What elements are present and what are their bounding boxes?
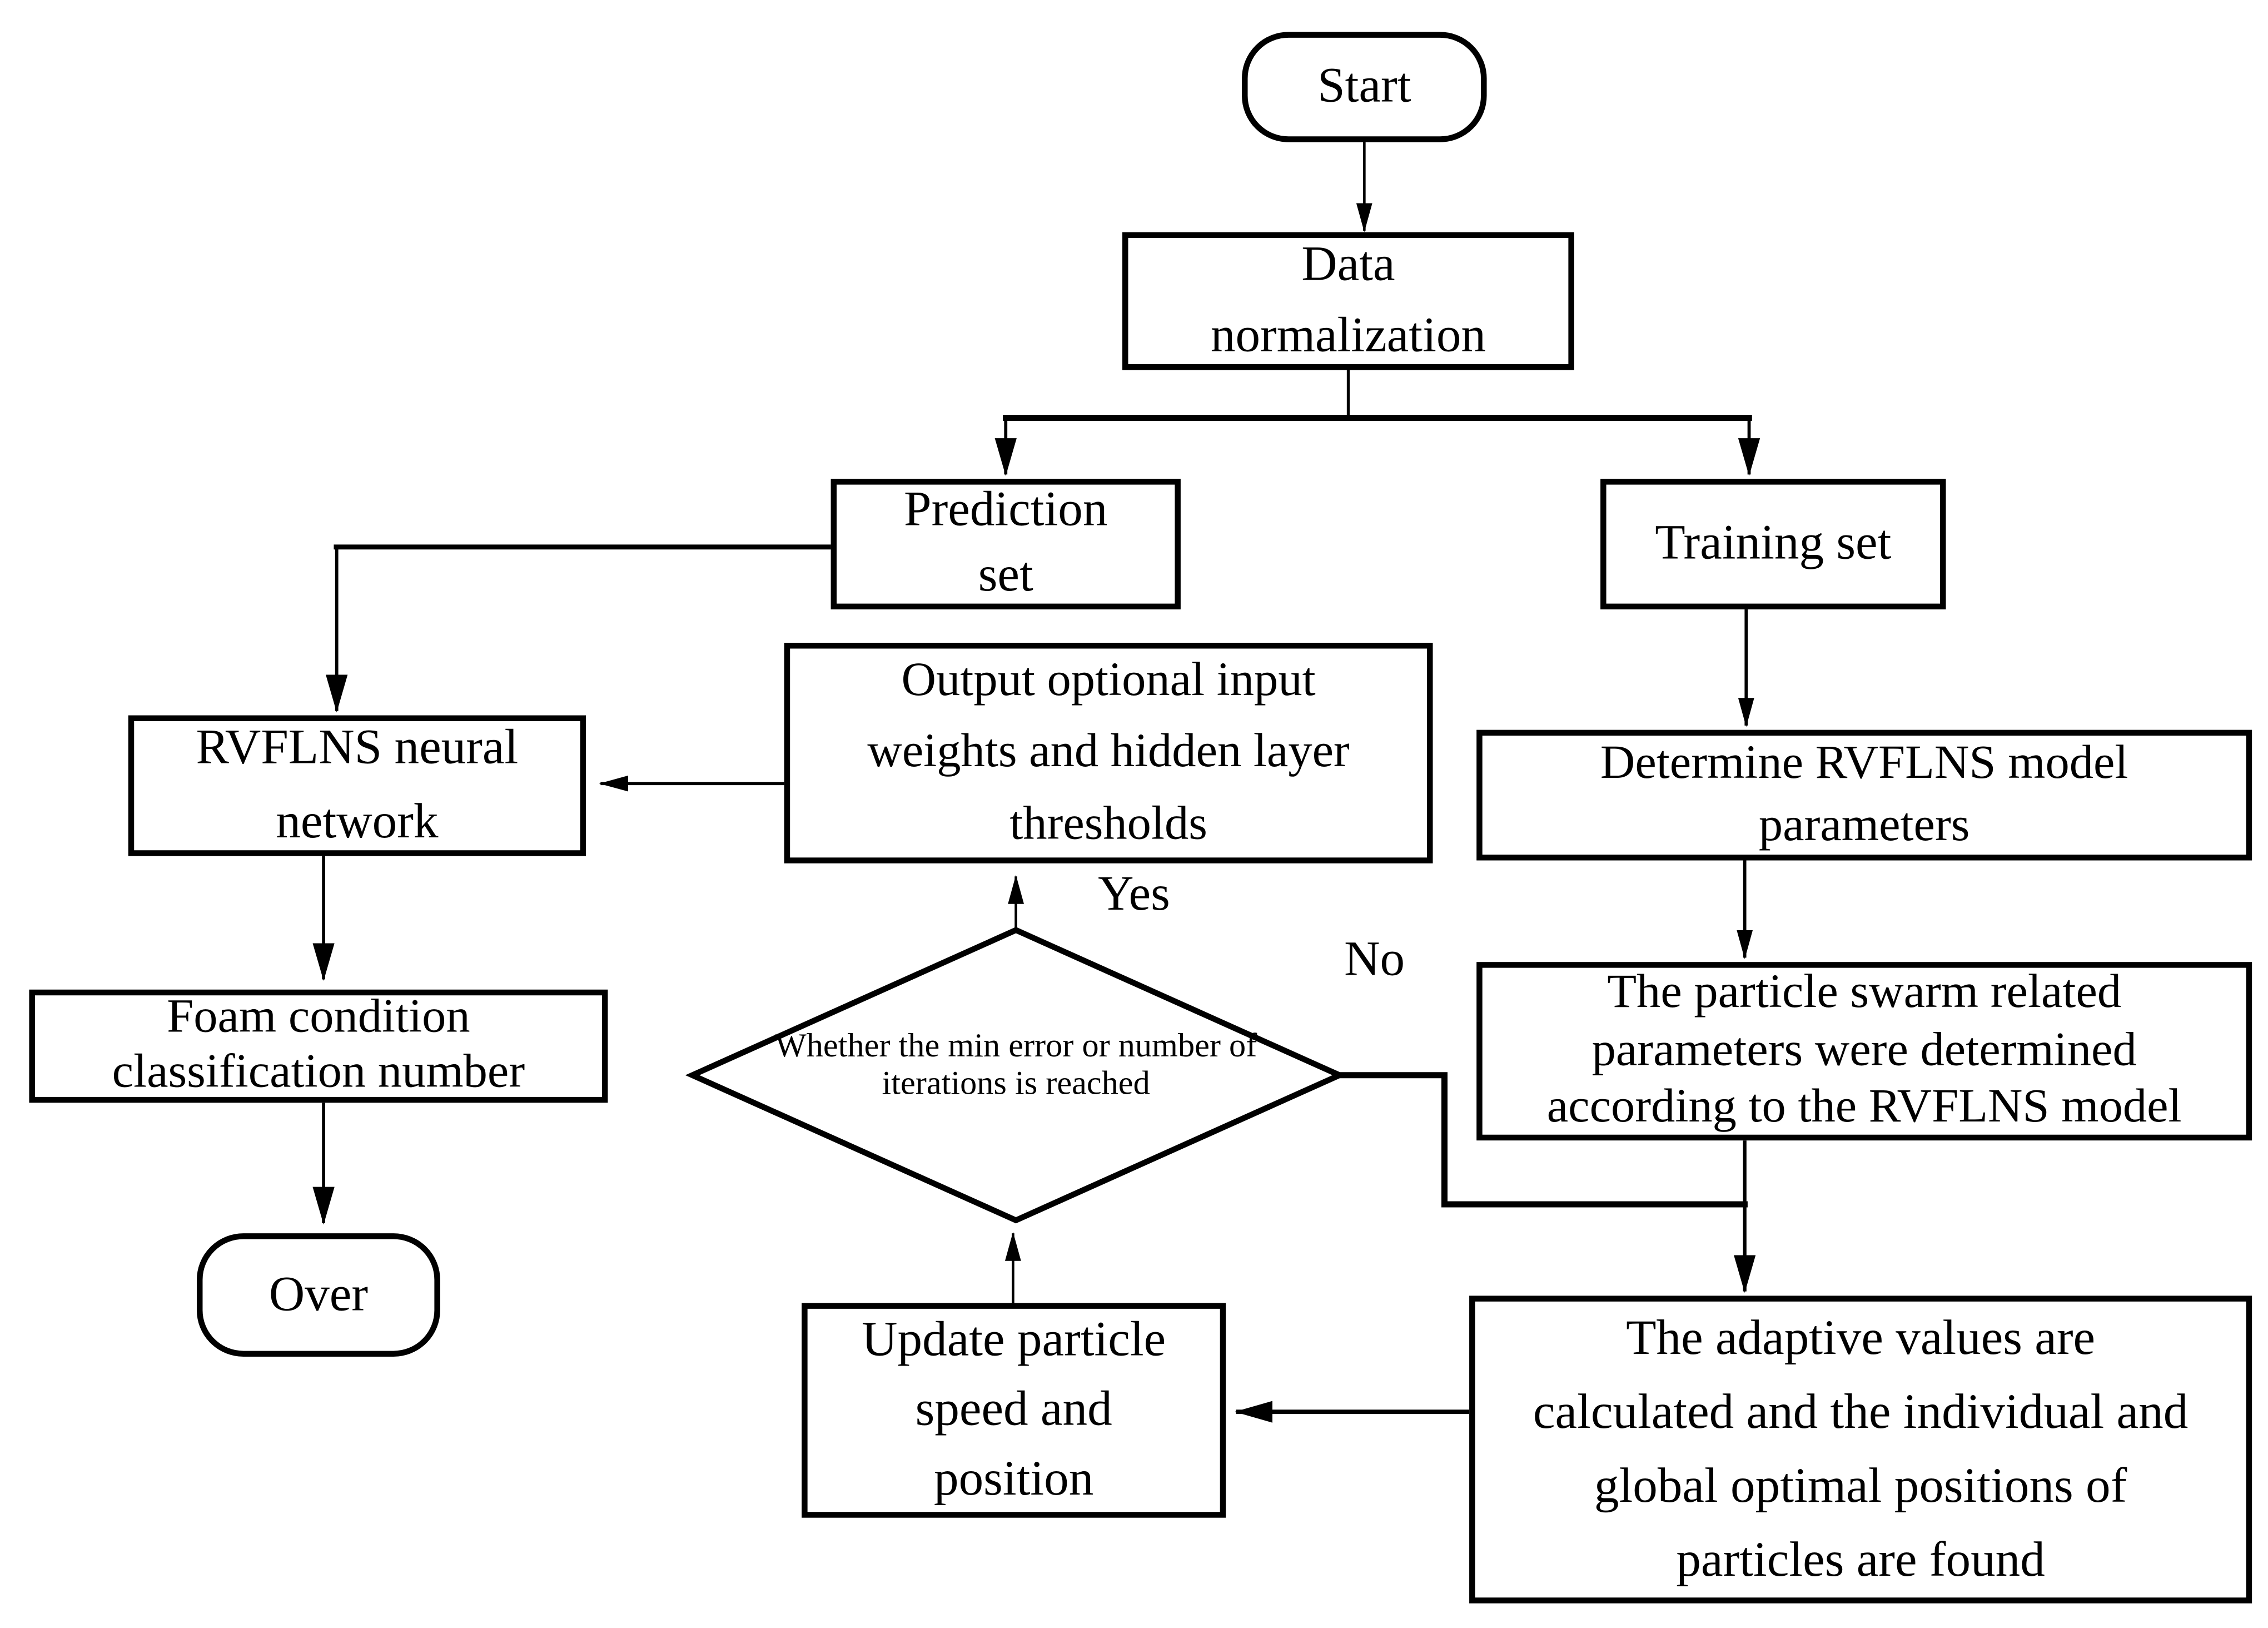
node-determine-params: Determine RVFLNS model parameters (1476, 729, 2252, 861)
decision-diamond-shape (685, 927, 1347, 1224)
node-output-weights: Output optional input weights and hidden… (784, 643, 1433, 863)
node-training-set: Training set (1600, 479, 1946, 610)
edge-label-no: No (1344, 932, 1405, 987)
node-over: Over (196, 1233, 440, 1357)
edge-decision-no-path (1339, 1072, 1748, 1208)
node-update-particles-label: Update particle speed and position (862, 1312, 1166, 1507)
node-update-particles: Update particle speed and position (802, 1303, 1226, 1518)
node-foam-classification-label: Foam condition classification number (112, 991, 525, 1099)
node-output-weights-label: Output optional input weights and hidden… (867, 654, 1350, 850)
node-pso-params: The particle swarm related parameters we… (1476, 962, 2252, 1141)
node-start: Start (1242, 32, 1487, 142)
node-pso-params-label: The particle swarm related parameters we… (1546, 966, 2182, 1134)
node-prediction-set-label: Prediction set (903, 483, 1108, 602)
node-prediction-set: Prediction set (830, 479, 1181, 610)
node-training-set-label: Training set (1655, 517, 1892, 570)
node-decision-label: Whether the min error or number of itera… (774, 1027, 1257, 1101)
node-rvflns-network-label: RVFLNS neural network (196, 721, 519, 848)
node-determine-params-label: Determine RVFLNS model parameters (1600, 737, 2128, 852)
node-adaptive-values: The adaptive values are calculated and t… (1469, 1296, 2252, 1604)
node-data-normalization-label: Data normalization (1210, 238, 1486, 363)
node-rvflns-network: RVFLNS neural network (128, 715, 586, 856)
node-adaptive-values-label: The adaptive values are calculated and t… (1533, 1312, 2189, 1587)
edge-label-yes: Yes (1098, 867, 1170, 922)
node-start-label: Start (1317, 59, 1411, 113)
node-over-label: Over (268, 1267, 369, 1322)
node-foam-classification: Foam condition classification number (29, 989, 608, 1103)
node-data-normalization: Data normalization (1122, 232, 1574, 370)
